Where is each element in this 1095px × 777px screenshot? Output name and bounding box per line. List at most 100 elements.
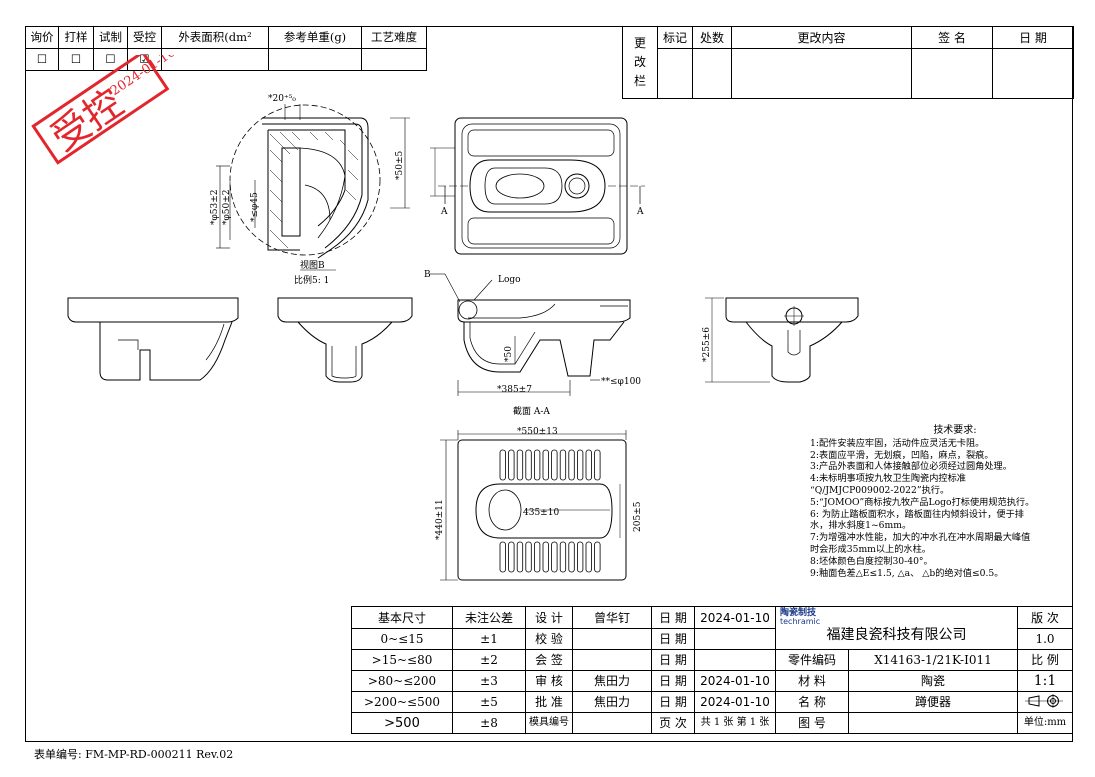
info-table: 询价 打样 试制 受控 外表面积(dm² 参考单重(g) 工艺难度 ☐ ☐ ☐ …: [25, 26, 427, 71]
tread-ridge-bottom: [525, 541, 532, 573]
tol-value: ±1: [452, 628, 526, 650]
page-label: 页 次: [651, 712, 695, 734]
name-design: 曾华钉: [572, 606, 652, 629]
section-a-a: [430, 273, 631, 396]
tread-ridge-bottom: [542, 541, 549, 573]
drawing-no-label: 图 号: [775, 712, 849, 734]
dim-plan-550: *550±13: [517, 427, 558, 437]
tread-ridge-top: [568, 449, 575, 481]
part-no-label: 零件编码: [775, 649, 849, 671]
name-countersign: [572, 649, 652, 671]
tol-value: ±3: [452, 670, 526, 692]
section-marker-right: A: [636, 207, 644, 217]
callout-logo: Logo: [498, 275, 521, 285]
name-verify: [572, 628, 652, 650]
date-value-2: [694, 628, 776, 650]
requirement-line: 时会形成35mm以上的水柱。: [810, 543, 931, 555]
change-side-1: 更: [633, 36, 646, 50]
header-mark: 标记: [657, 26, 693, 49]
requirement-line: 4:未标明事项按九牧卫生陶瓷内控标准: [810, 473, 966, 485]
tread-ridge-top: [577, 449, 584, 481]
role-design: 设 计: [525, 606, 573, 629]
dim-plan-435: 435±10: [523, 508, 559, 518]
dim-section-50: *50: [504, 346, 514, 362]
tol-size: >15~≤80: [351, 649, 453, 671]
tread-ridge-bottom: [508, 541, 515, 573]
title-block: 基本尺寸 未注公差 设 计 曾华钉 日 期 2024-01-10 陶瓷制技 te…: [351, 606, 1073, 734]
date-value-4: 2024-01-10: [694, 670, 776, 692]
detail-view-b: [216, 104, 410, 271]
change-mark-cell: [657, 48, 693, 99]
date-value-5: 2024-01-10: [694, 691, 776, 713]
top-view: [430, 117, 645, 255]
name-value: 蹲便器: [848, 691, 1018, 713]
tread-ridge-bottom: [551, 541, 558, 573]
dim-side-255: *255±6: [702, 327, 712, 362]
company-name: 福建良瓷科技有限公司: [826, 627, 967, 643]
change-sign-cell: [911, 48, 993, 99]
callout-b: B: [424, 270, 431, 280]
name-label: 名 称: [775, 691, 849, 713]
header-date: 日 期: [992, 26, 1074, 49]
mold-no-label: 模具编号: [525, 712, 573, 734]
change-side-2: 改: [633, 55, 646, 69]
tread-ridge-bottom: [499, 541, 506, 573]
checkbox-controlled[interactable]: ☑: [127, 48, 162, 71]
unit-label: 单位:mm: [1017, 712, 1073, 734]
tread-ridge-top: [594, 449, 601, 481]
drawing-frame: [25, 26, 1073, 742]
dim-section-phi100: **≤φ100: [601, 377, 641, 387]
dim-detail-phi50: *φ50±2: [222, 189, 232, 225]
tread-ridge-bottom: [534, 541, 541, 573]
date-label-4: 日 期: [651, 670, 695, 692]
dim-section-385: *385±7: [497, 385, 532, 395]
logo-bottom: techramic: [780, 617, 821, 626]
tread-ridge-top: [525, 449, 532, 481]
date-label-5: 日 期: [651, 691, 695, 713]
requirement-line: 3:产品外表面和人体接触部位必须经过圆角处理。: [810, 461, 1012, 473]
section-label: 截面 A-A: [513, 405, 550, 417]
tread-ridge-bottom: [577, 541, 584, 573]
tread-ridge-bottom: [594, 541, 601, 573]
tread-ridge-bottom: [559, 541, 567, 573]
version-value: 1.0: [1017, 628, 1073, 650]
scale-label: 比 例: [1017, 649, 1073, 671]
requirements-title: 技术要求:: [933, 425, 977, 436]
requirement-line: 2:表面应平滑，无划痕，凹陷，麻点，裂痕。: [810, 449, 994, 461]
dim-plan-440: *440±11: [435, 499, 445, 540]
tol-value: ±8: [452, 712, 526, 734]
tol-size: >500: [351, 712, 453, 734]
date-label-3: 日 期: [651, 649, 695, 671]
dim-top-height: *50±5: [395, 151, 405, 180]
tol-header-size: 基本尺寸: [351, 606, 453, 629]
projection-symbol-icon: [1025, 694, 1063, 708]
drawing-no-value: [848, 712, 1018, 734]
change-date-cell: [992, 48, 1074, 99]
detail-scale-label: 比例5: 1: [294, 274, 329, 286]
role-countersign: 会 签: [525, 649, 573, 671]
tread-ridge-bottom: [585, 541, 592, 573]
change-content-cell: [731, 48, 912, 99]
end-view-left: [277, 297, 413, 383]
change-table: 更 改 栏 标记 处数 更改内容 签 名 日 期: [622, 26, 1074, 99]
dim-plan-205: 205±5: [633, 501, 643, 532]
tread-ridge-top: [551, 449, 558, 481]
scale-value: 1:1: [1017, 670, 1073, 692]
tol-value: ±5: [452, 691, 526, 713]
tol-size: 0~≤15: [351, 628, 453, 650]
tread-ridge-top: [508, 449, 515, 481]
checkbox-trial[interactable]: ☐: [93, 48, 128, 71]
company-cell: 陶瓷制技 techramic 福建良瓷科技有限公司: [775, 606, 1018, 650]
change-count-cell: [692, 48, 732, 99]
tread-ridges-bottom: [499, 541, 601, 573]
plan-view: [440, 430, 627, 581]
tol-size: >80~≤200: [351, 670, 453, 692]
tread-ridge-top: [542, 449, 549, 481]
tread-ridge-top: [559, 449, 567, 481]
tread-ridge-bottom: [516, 541, 524, 573]
date-value-3: [694, 649, 776, 671]
dim-detail-phi53: *φ53±2: [210, 189, 220, 225]
section-marker-left: A: [440, 207, 448, 217]
requirement-line: “Q/JMJCP009002-2022”执行。: [810, 484, 950, 496]
role-approve: 批 准: [525, 691, 573, 713]
